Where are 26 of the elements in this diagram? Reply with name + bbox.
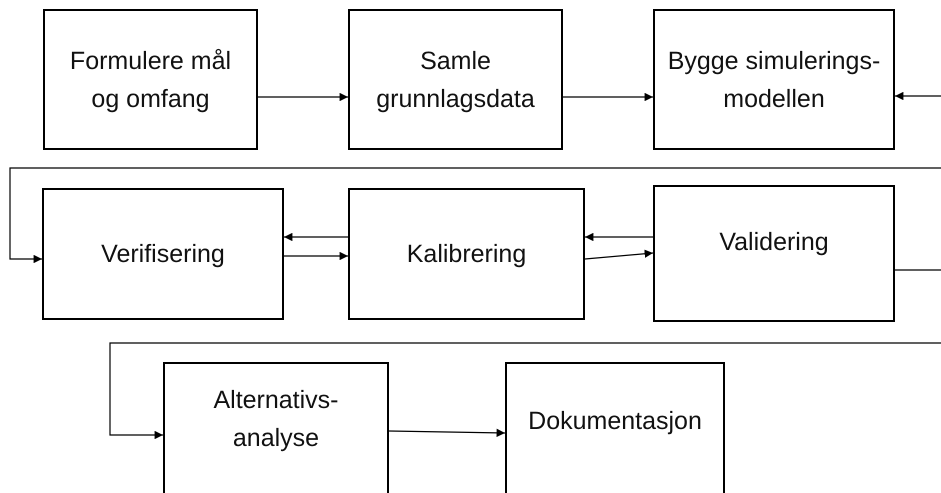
arrow xyxy=(895,92,941,100)
arrow xyxy=(388,428,506,438)
arrow xyxy=(585,232,653,242)
box-label: Alternativs- analyse xyxy=(212,385,340,454)
process-box xyxy=(163,362,389,493)
box-label: Kalibrering xyxy=(406,239,528,270)
process-box xyxy=(43,9,258,150)
arrow xyxy=(584,250,654,260)
arrow xyxy=(563,92,653,102)
process-box xyxy=(505,362,725,493)
arrow xyxy=(258,92,348,102)
process-box xyxy=(348,9,563,150)
box-label: Validering xyxy=(718,226,830,258)
process-box xyxy=(42,188,284,320)
arrow xyxy=(284,232,348,242)
arrow xyxy=(9,167,941,264)
process-box xyxy=(348,188,585,320)
box-label: Formulere mål og omfang xyxy=(68,46,232,114)
box-label: Bygge simulerings- modellen xyxy=(666,46,882,114)
arrow xyxy=(284,252,348,260)
process-box xyxy=(653,9,895,150)
process-box xyxy=(653,185,895,322)
box-label: Dokumentasjon xyxy=(527,406,703,437)
arrow xyxy=(109,269,941,440)
box-label: Samle grunnlagsdata xyxy=(375,46,536,114)
box-label: Verifisering xyxy=(100,239,226,270)
